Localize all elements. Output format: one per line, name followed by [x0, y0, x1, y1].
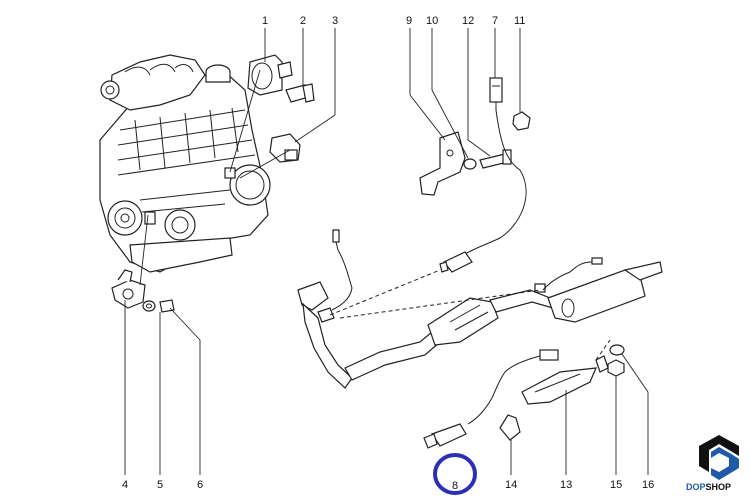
engine-illustration — [99, 54, 271, 273]
assembly-line-upstream — [329, 269, 441, 316]
part-9-bracket — [419, 131, 466, 196]
label-13: 13 — [560, 479, 572, 491]
part-4-crankshaft-sensor — [111, 269, 146, 309]
label-6: 6 — [197, 479, 203, 491]
part-5-washer — [142, 300, 156, 312]
dopshop-logo-icon — [697, 432, 741, 482]
part-13-heat-shield — [521, 355, 609, 405]
label-10: 10 — [426, 15, 438, 27]
label-4: 4 — [122, 479, 128, 491]
label-15: 15 — [610, 479, 622, 491]
part-3-temperature-sensor — [269, 133, 301, 163]
leader-lines — [124, 28, 649, 475]
part-2-bolt — [285, 83, 315, 103]
dopshop-logo-text: DOPSHOP — [686, 482, 731, 492]
assembly-line-downstream — [339, 289, 541, 319]
label-14: 14 — [505, 479, 517, 491]
label-12: 12 — [462, 15, 474, 27]
part-10-washer — [463, 158, 477, 170]
logo-text-dop: DOP — [686, 482, 706, 492]
logo-text-shop: SHOP — [705, 482, 732, 492]
muffler-sensor-harness — [542, 257, 603, 291]
part-12-bolt — [479, 149, 512, 169]
label-5: 5 — [157, 479, 163, 491]
part-15-nut — [607, 359, 625, 377]
exhaust-system — [297, 261, 663, 389]
label-2: 2 — [300, 15, 306, 27]
part-7-oxygen-sensor-upstream — [439, 77, 527, 273]
label-9: 9 — [406, 15, 412, 27]
part-16-washer — [609, 344, 625, 356]
label-11: 11 — [514, 15, 525, 27]
part-number-labels: 1 2 3 9 10 12 7 11 4 5 6 8 14 13 15 16 — [122, 15, 654, 492]
part-1-knock-sensor — [247, 54, 293, 96]
label-1: 1 — [262, 15, 268, 27]
part-8-oxygen-sensor-downstream — [423, 349, 559, 449]
label-3: 3 — [332, 15, 338, 27]
upstream-sensor-harness — [317, 229, 353, 323]
part-11-clip — [512, 111, 531, 131]
part-14-clip — [499, 414, 521, 441]
label-7: 7 — [492, 15, 498, 27]
label-16: 16 — [642, 479, 654, 491]
label-8: 8 — [452, 480, 458, 492]
highlight-circle-part-8 — [433, 453, 477, 495]
